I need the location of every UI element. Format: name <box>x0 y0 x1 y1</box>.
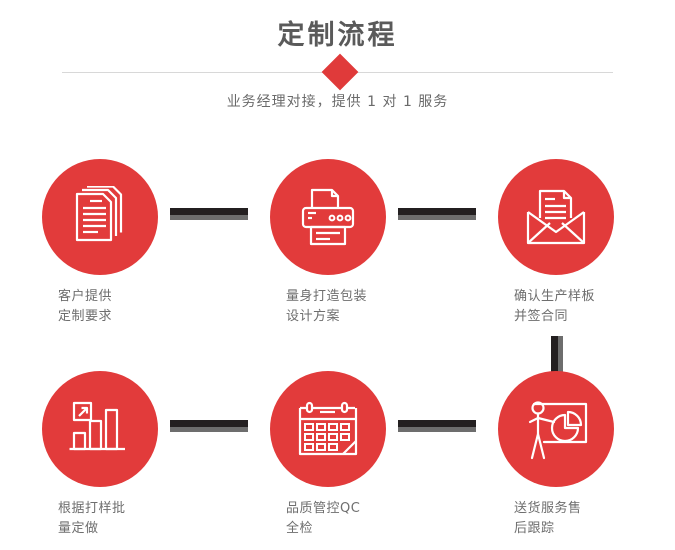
presentation-pie-chart-icon <box>528 401 588 460</box>
connector-step2-step3 <box>398 208 476 220</box>
calendar-icon <box>298 401 358 456</box>
step-2-label: 量身打造包装 设计方案 <box>286 289 368 324</box>
diamond-bullet-icon <box>321 53 359 91</box>
documents-stack-icon <box>75 186 123 242</box>
connector-step5-step6 <box>398 420 476 432</box>
step-6-label: 送货服务售 后跟踪 <box>514 501 582 536</box>
step-6-circle[interactable] <box>498 371 614 487</box>
bar-chart-growth-icon <box>69 401 125 451</box>
open-envelope-letter-icon <box>526 189 586 245</box>
page-subtitle: 业务经理对接，提供 1 对 1 服务 <box>226 94 449 110</box>
connector-step1-step2 <box>170 208 248 220</box>
page-title: 定制流程 <box>277 20 398 51</box>
step-5-label: 品质管控QC 全检 <box>286 501 361 536</box>
step-4-circle[interactable] <box>42 371 158 487</box>
step-4-label: 根据打样批 量定做 <box>58 501 126 536</box>
step-3-label: 确认生产样板 并签合同 <box>514 289 596 324</box>
step-3-circle[interactable] <box>498 159 614 275</box>
step-1-circle[interactable] <box>42 159 158 275</box>
header: 定制流程 业务经理对接，提供 1 对 1 服务 <box>0 0 675 130</box>
printer-icon <box>301 188 355 246</box>
step-1-label: 客户提供 定制要求 <box>58 289 113 324</box>
step-5-circle[interactable] <box>270 371 386 487</box>
connector-step3-step6 <box>551 336 563 374</box>
step-2-circle[interactable] <box>270 159 386 275</box>
connector-step4-step5 <box>170 420 248 432</box>
